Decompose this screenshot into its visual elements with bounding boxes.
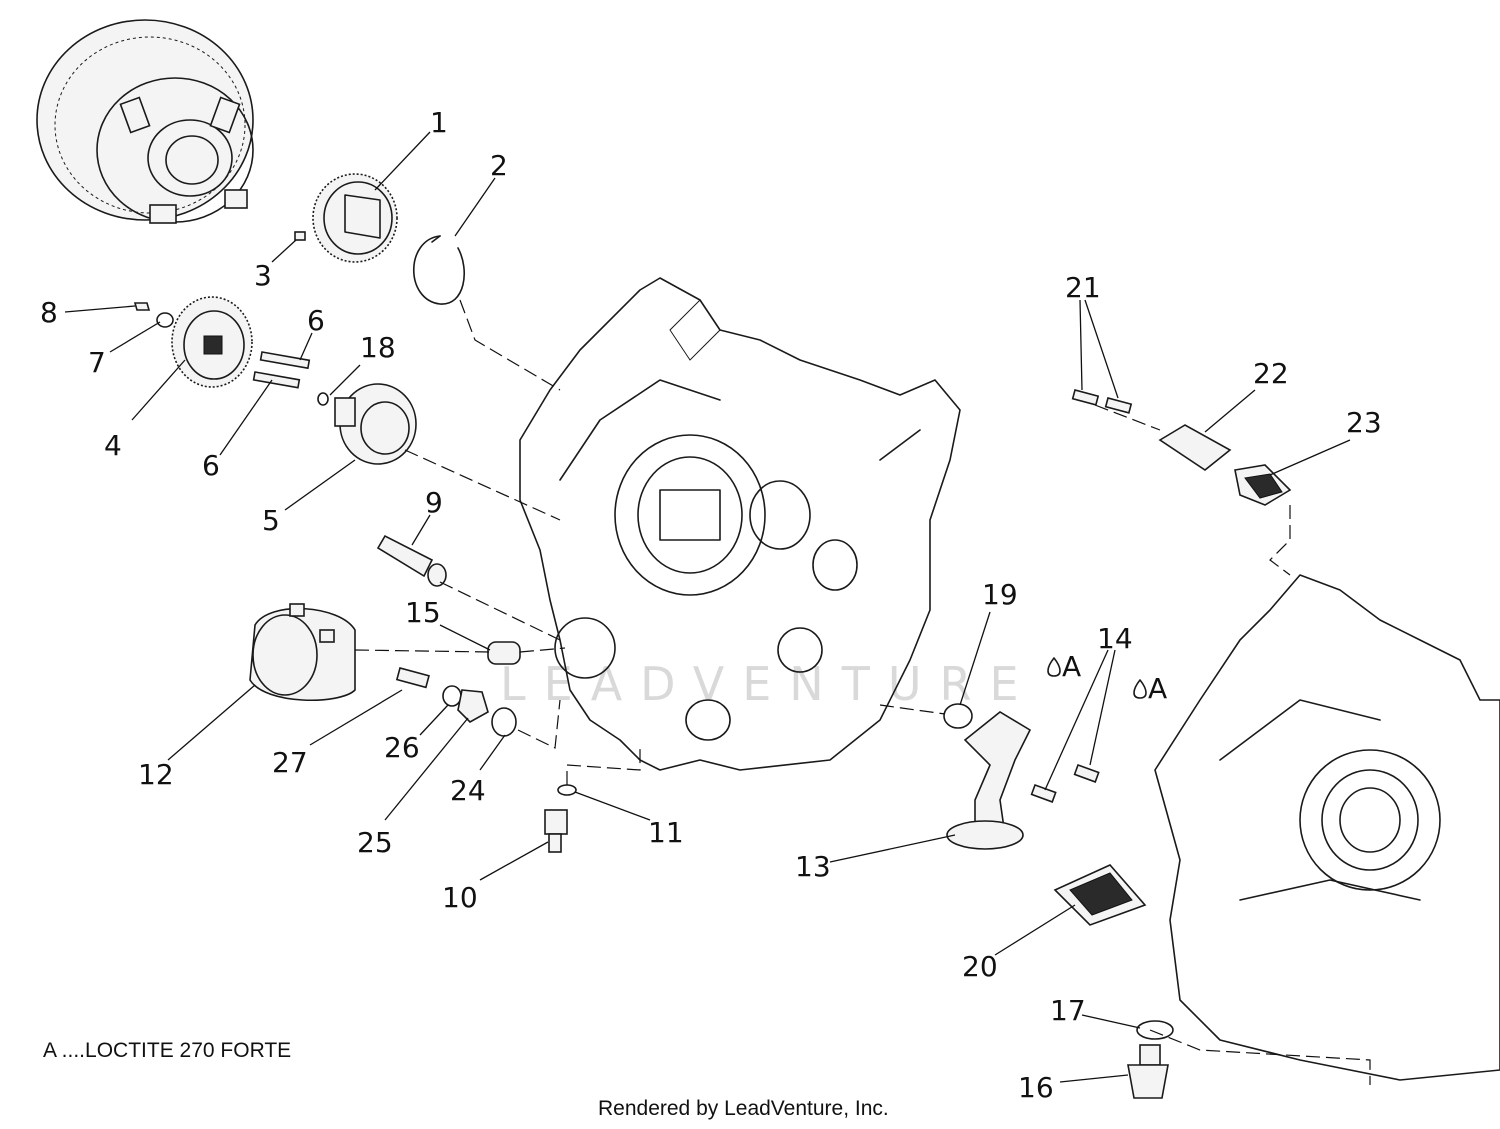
callout-12: 12: [138, 758, 174, 791]
part-26-washer: [442, 685, 462, 707]
callout-1: 1: [430, 106, 448, 139]
part-12-oil-filter: [249, 603, 356, 702]
callout-27: 27: [272, 746, 308, 779]
part-27-sensor: [395, 667, 430, 689]
loctite-legend: A ....LOCTITE 270 FORTE: [43, 1039, 291, 1062]
part-22-cover: [1158, 424, 1232, 471]
callout-20: 20: [962, 950, 998, 983]
callout-19: 19: [982, 578, 1018, 611]
callout-9: 9: [425, 486, 443, 519]
callout-7: 7: [88, 346, 106, 379]
rendered-by-credit: Rendered by LeadVenture, Inc.: [598, 1097, 889, 1120]
callout-13: 13: [795, 850, 831, 883]
part-25-plug: [457, 689, 489, 723]
callout-8: 8: [40, 296, 58, 329]
loctite-mark-a: A: [1062, 650, 1081, 683]
part-8-nut: [133, 302, 151, 311]
callout-23: 23: [1346, 406, 1382, 439]
part-10-switch: [544, 809, 568, 853]
callout-26: 26: [384, 731, 420, 764]
part-6-screws: [252, 351, 311, 389]
part-3-pin: [294, 231, 306, 241]
part-7-washer: [156, 312, 174, 328]
callout-labels: 1 2 3 4 5 6 6 7 8 9 10 11 12 13 14 15 16…: [40, 106, 1382, 1104]
part-19-o-ring: [943, 703, 973, 729]
watermark: LEADVENTURE: [500, 657, 1037, 711]
part-2-circlip: [412, 235, 465, 305]
crankcase-left-half: [519, 277, 961, 771]
callout-24: 24: [450, 774, 486, 807]
part-24-o-ring: [491, 707, 517, 737]
callout-11: 11: [648, 816, 684, 849]
part-21-screw-b: [1104, 397, 1133, 414]
part-9-filter-bolt: [376, 534, 447, 587]
callout-14: 14: [1097, 622, 1133, 655]
part-11-washer: [557, 784, 577, 796]
callout-22: 22: [1253, 357, 1289, 390]
part-14-screw-a: [1030, 783, 1057, 803]
part-18-o-ring: [317, 392, 329, 406]
callout-25: 25: [357, 826, 393, 859]
part-17-washer: [1136, 1020, 1174, 1040]
part-4-oil-pump-gear: [171, 296, 253, 388]
part-13-strainer-pipe: [946, 711, 1032, 850]
callout-15: 15: [405, 596, 441, 629]
part-20-filter-screen: [1053, 864, 1147, 926]
crankcase-right-half: [1154, 574, 1500, 1081]
loctite-mark-a: A: [1148, 672, 1167, 705]
part-5-oil-pump: [334, 383, 417, 465]
part-15-sleeve: [487, 641, 521, 665]
callout-21: 21: [1065, 271, 1101, 304]
callout-3: 3: [254, 259, 272, 292]
callout-16: 16: [1018, 1071, 1054, 1104]
callout-2: 2: [490, 149, 508, 182]
callout-10: 10: [442, 881, 478, 914]
part-21-screw-a: [1071, 389, 1100, 406]
alignment-lines: [354, 299, 1371, 1085]
callout-6: 6: [202, 449, 220, 482]
part-1-gear: [312, 173, 398, 263]
loctite-drop-icon: [1047, 657, 1061, 677]
part-16-drain-plug: [1127, 1044, 1169, 1099]
callout-6: 6: [307, 304, 325, 337]
leader-lines: [64, 131, 1351, 1083]
callout-18: 18: [360, 331, 396, 364]
part-14-screw-b: [1073, 763, 1100, 783]
callout-4: 4: [104, 429, 122, 462]
clutch-basket: [36, 19, 254, 224]
callout-5: 5: [262, 504, 280, 537]
loctite-drop-icon: [1133, 679, 1147, 699]
part-23-breather: [1234, 464, 1292, 506]
callout-17: 17: [1050, 994, 1086, 1027]
